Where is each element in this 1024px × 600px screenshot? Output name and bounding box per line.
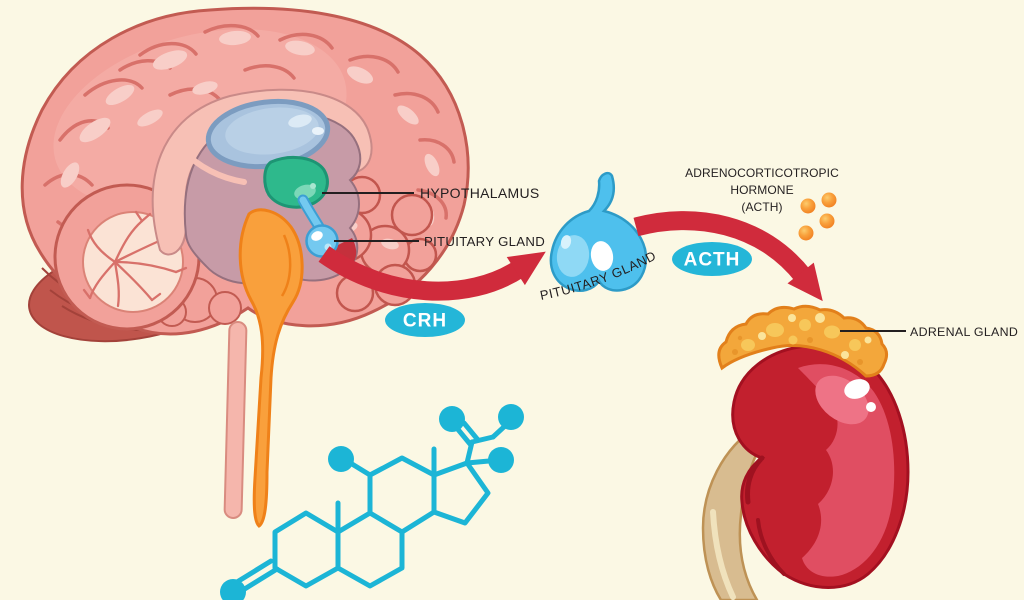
kidney-adrenal-illustration: ADRENAL GLAND — [701, 304, 1018, 600]
acth-text-line1: ADRENOCORTICOTROPIC — [685, 166, 839, 180]
pituitary-gland-illustration: PITUITARY GLAND — [539, 171, 658, 303]
pituitary-pointer-label: PITUITARY GLAND — [424, 234, 545, 249]
kidney-shine — [844, 379, 870, 399]
brainstem — [238, 208, 304, 528]
acth-hormone-text: ADRENOCORTICOTROPIC HORMONE (ACTH) — [685, 166, 839, 214]
brain-sagittal-illustration — [20, 6, 470, 528]
hypothalamus-structure — [263, 155, 329, 209]
acth-text-line2: HORMONE — [730, 183, 793, 197]
hormone-dots — [798, 192, 837, 241]
acth-badge: ACTH — [672, 242, 752, 276]
adrenal-gland — [717, 304, 889, 378]
crh-badge: CRH — [385, 303, 465, 337]
crh-badge-text: CRH — [403, 311, 447, 332]
acth-text-line3: (ACTH) — [741, 200, 782, 214]
cortisol-molecule-illustration — [220, 404, 524, 600]
crh-arrow — [318, 246, 546, 301]
hypothalamus-label: HYPOTHALAMUS — [420, 185, 540, 201]
acth-arrow — [633, 211, 823, 302]
brain-labels: HYPOTHALAMUS PITUITARY GLAND — [322, 185, 545, 249]
acth-badge-text: ACTH — [684, 250, 741, 271]
adrenal-label: ADRENAL GLAND — [910, 325, 1018, 339]
molecule-atoms — [220, 404, 524, 600]
thalamus — [205, 98, 331, 170]
